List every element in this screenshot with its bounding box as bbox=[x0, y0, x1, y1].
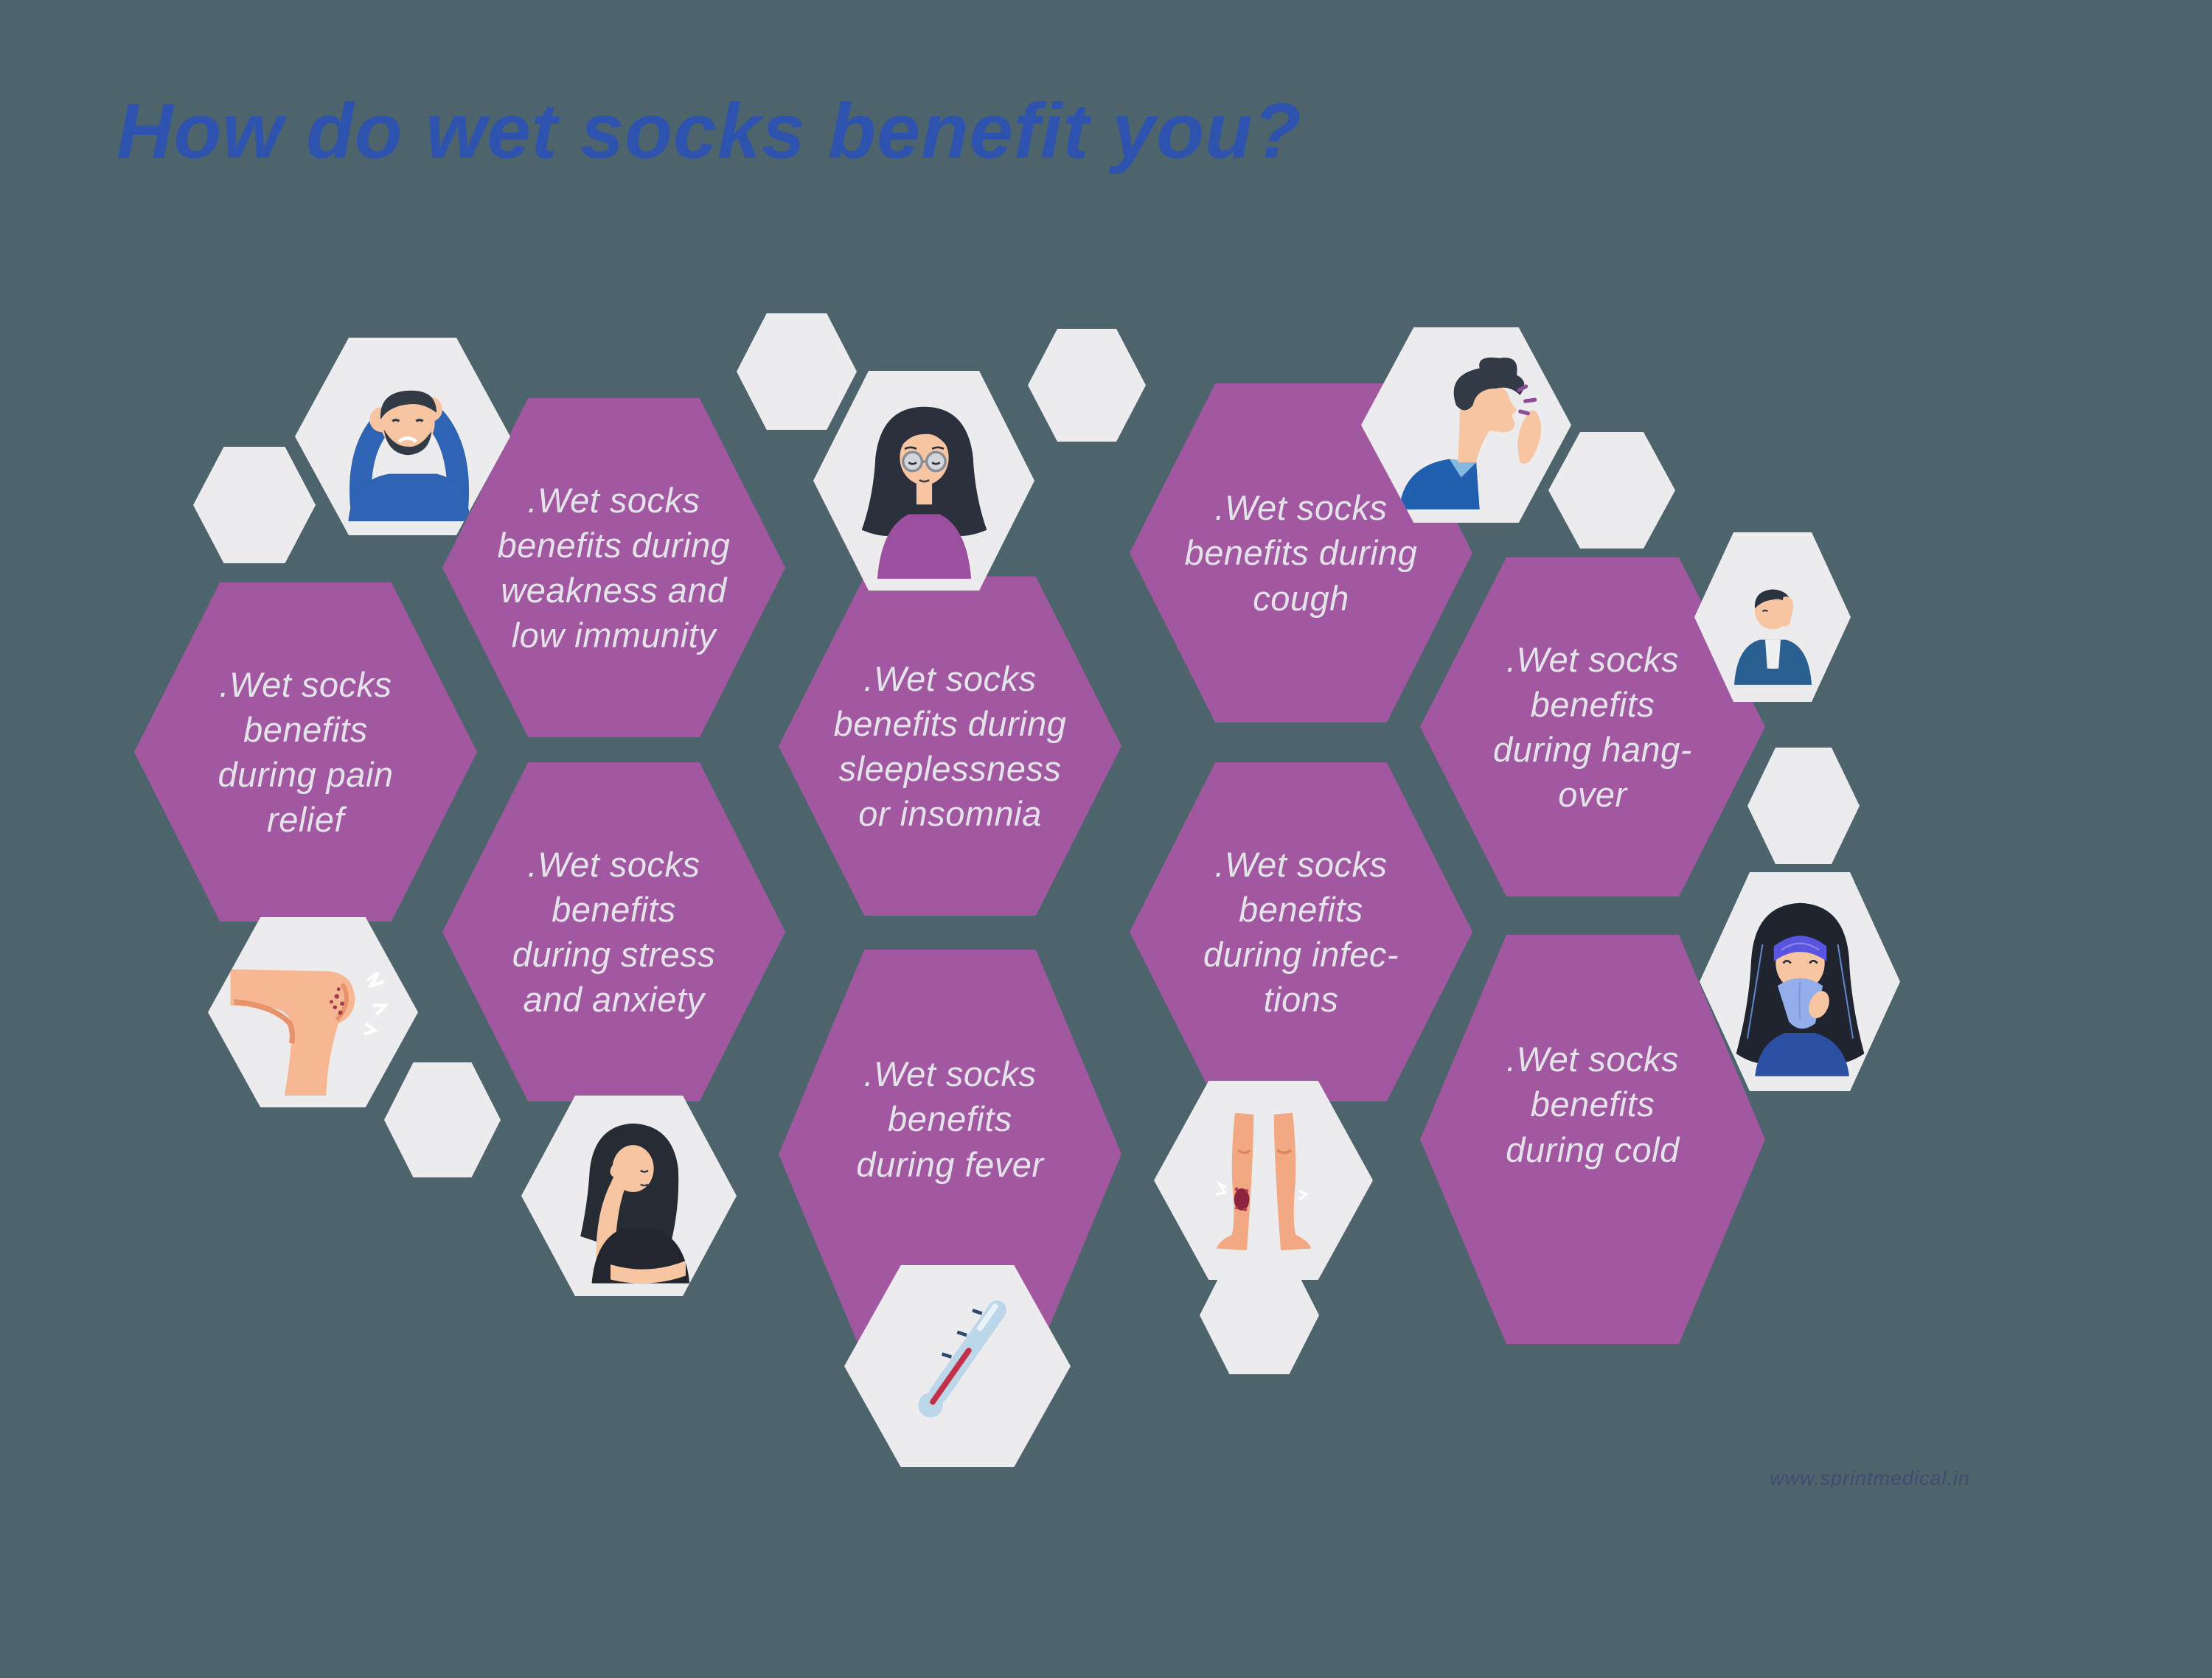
decorative-hexagon bbox=[737, 313, 857, 430]
illustration-hexagon-stress bbox=[521, 1096, 737, 1296]
woman-blowing-nose-illustration bbox=[1736, 902, 1864, 1076]
benefit-label-hangover: .Wet socks benefits during hang- over bbox=[1493, 639, 1692, 815]
decorative-hexagon bbox=[384, 1062, 501, 1177]
decorative-hexagon bbox=[1747, 748, 1860, 864]
illustration-hexagon-infection bbox=[1154, 1081, 1373, 1280]
benefit-label-sleeplessness: .Wet socks benefits during sleeplessness… bbox=[833, 658, 1067, 834]
benefit-label-infections: .Wet socks benefits during infec- tions bbox=[1203, 844, 1399, 1020]
man-thinking-facepalm-illustration bbox=[1733, 589, 1812, 685]
benefit-hexagon-infections: .Wet socks benefits during infec- tions bbox=[1130, 762, 1472, 1101]
decorative-hexagon bbox=[1548, 432, 1675, 549]
benefit-label-pain-relief: .Wet socks benefits during pain relief bbox=[218, 664, 394, 840]
benefit-hexagon-pain-relief: .Wet socks benefits during pain relief bbox=[134, 582, 477, 922]
decorative-hexagon bbox=[193, 447, 316, 563]
illustration-hexagon-knee bbox=[208, 917, 418, 1107]
knee-pain-illustration bbox=[230, 969, 389, 1096]
decorative-hexagon bbox=[1028, 329, 1146, 442]
tired-woman-with-glasses-illustration bbox=[861, 406, 987, 579]
illustration-hexagon-insomnia bbox=[813, 371, 1034, 591]
illustration-hexagon-hangover bbox=[1694, 532, 1851, 702]
watermark-url: www.sprintmedical.in bbox=[1770, 1467, 1971, 1489]
thermometer-illustration bbox=[917, 1301, 1006, 1418]
benefit-label-weakness: .Wet socks benefits during weakness and … bbox=[497, 480, 731, 655]
benefit-hexagon-sleeplessness: .Wet socks benefits during sleeplessness… bbox=[779, 577, 1121, 916]
benefit-label-cough: .Wet socks benefits during cough bbox=[1184, 488, 1418, 618]
coughing-man-illustration bbox=[1399, 357, 1542, 509]
benefit-hexagon-fever: .Wet socks benefits during fever bbox=[779, 950, 1121, 1359]
benefit-label-fever: .Wet socks benefits during fever bbox=[856, 1054, 1044, 1184]
benefit-hexagon-stress: .Wet socks benefits during stress and an… bbox=[442, 762, 785, 1101]
page-title: How do wet socks benefit you? bbox=[116, 88, 1302, 175]
woman-facepalm-stress-illustration bbox=[580, 1123, 689, 1284]
legs-with-infection-illustration bbox=[1215, 1113, 1311, 1250]
benefit-hexagon-weakness: .Wet socks benefits during weakness and … bbox=[442, 398, 785, 737]
man-with-headache-illustration bbox=[348, 390, 470, 521]
benefit-label-stress: .Wet socks benefits during stress and an… bbox=[512, 844, 716, 1020]
benefit-hexagon-cold: .Wet socks benefits during cold bbox=[1420, 935, 1765, 1344]
benefit-label-cold: .Wet socks benefits during cold bbox=[1506, 1040, 1680, 1169]
